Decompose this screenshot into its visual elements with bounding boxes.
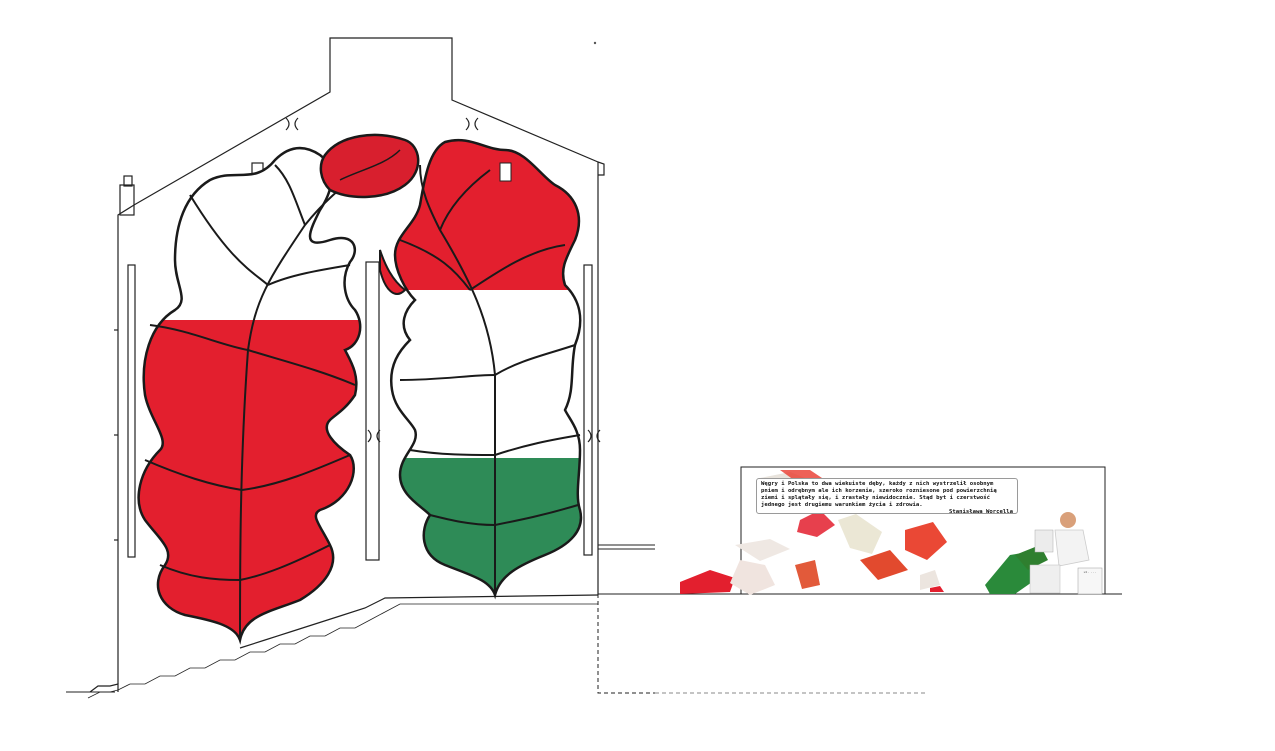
quote-text: Węgry i Polska to dwa wiekuiste dęby, ka…	[761, 481, 997, 508]
sign-text: ul. ...	[1083, 570, 1097, 574]
quote-speech-bubble: Węgry i Polska to dwa wiekuiste dęby, ka…	[756, 478, 1018, 515]
annex-building	[597, 466, 1122, 694]
left-oak-leaf-polish-flag	[137, 146, 362, 645]
building-facade	[89, 37, 605, 693]
top-bridge-leaf	[319, 133, 420, 295]
right-oak-leaf-hungarian-flag	[389, 138, 583, 600]
scattered-oak-leaves	[680, 470, 1048, 595]
seated-man-figure	[1029, 512, 1103, 595]
quote-author: Stanisława Worcella	[949, 509, 1013, 515]
stairs	[87, 603, 598, 699]
marker-dot	[593, 41, 597, 45]
